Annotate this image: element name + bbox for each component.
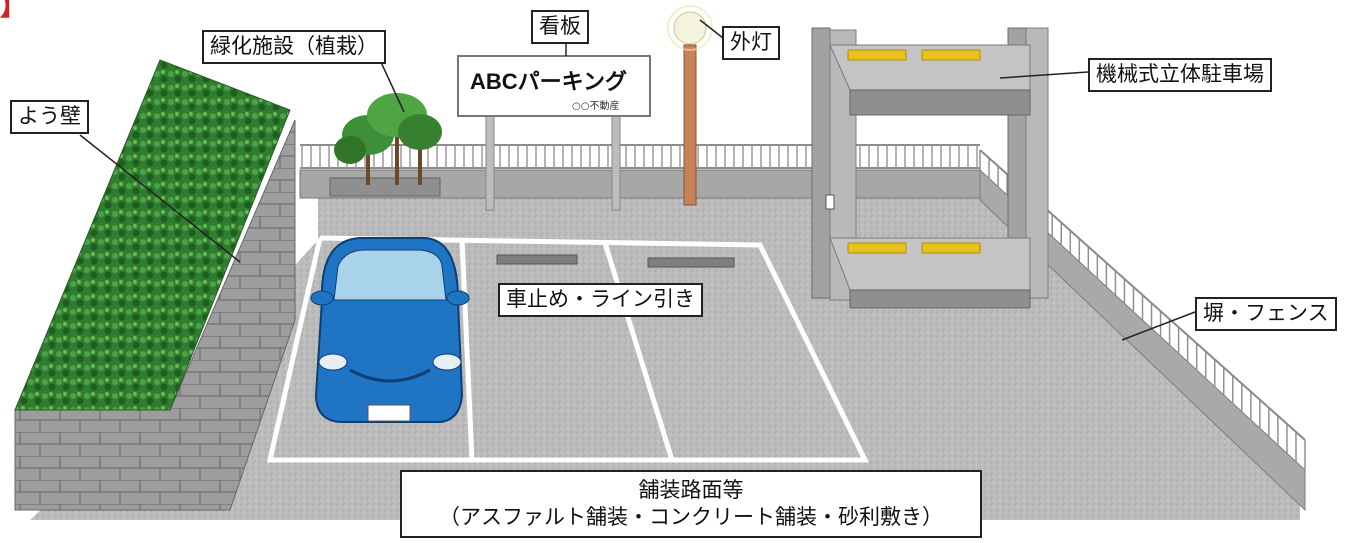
label-mechanical-parking: 機械式立体駐車場 [1088,58,1272,92]
label-signboard: 看板 [531,10,589,44]
parking-lines [266,235,870,463]
label-outdoor-light: 外灯 [722,26,780,60]
label-fence: 塀・フェンス [1195,297,1337,331]
label-paving: 舗装路面等 （アスファルト舗装・コンクリート舗装・砂利敷き） [400,470,982,538]
label-paving-detail: （アスファルト舗装・コンクリート舗装・砂利敷き） [439,505,943,530]
signboard-title: ABCパーキング [470,69,628,94]
retaining-wall-top [14,59,291,411]
blue-car [310,237,470,423]
label-wheel-stop-lines: 車止め・ライン引き [498,283,703,317]
label-retaining-wall: よう壁 [10,100,89,134]
label-paving-title: 舗装路面等 [638,478,744,502]
leader-lines [79,19,1196,341]
label-greenery: 緑化施設（植栽） [202,30,386,64]
back-fence-bars [301,145,978,168]
wheel-stops [496,254,735,268]
signboard-structure [457,55,651,211]
planted-trees [334,93,442,185]
outdoor-light-pole [667,5,713,206]
signboard-subtitle: ○○不動産 [572,101,620,112]
mechanical-parking-structure [811,27,1049,309]
planter [329,177,441,197]
header-fragment: 】 [0,0,27,22]
